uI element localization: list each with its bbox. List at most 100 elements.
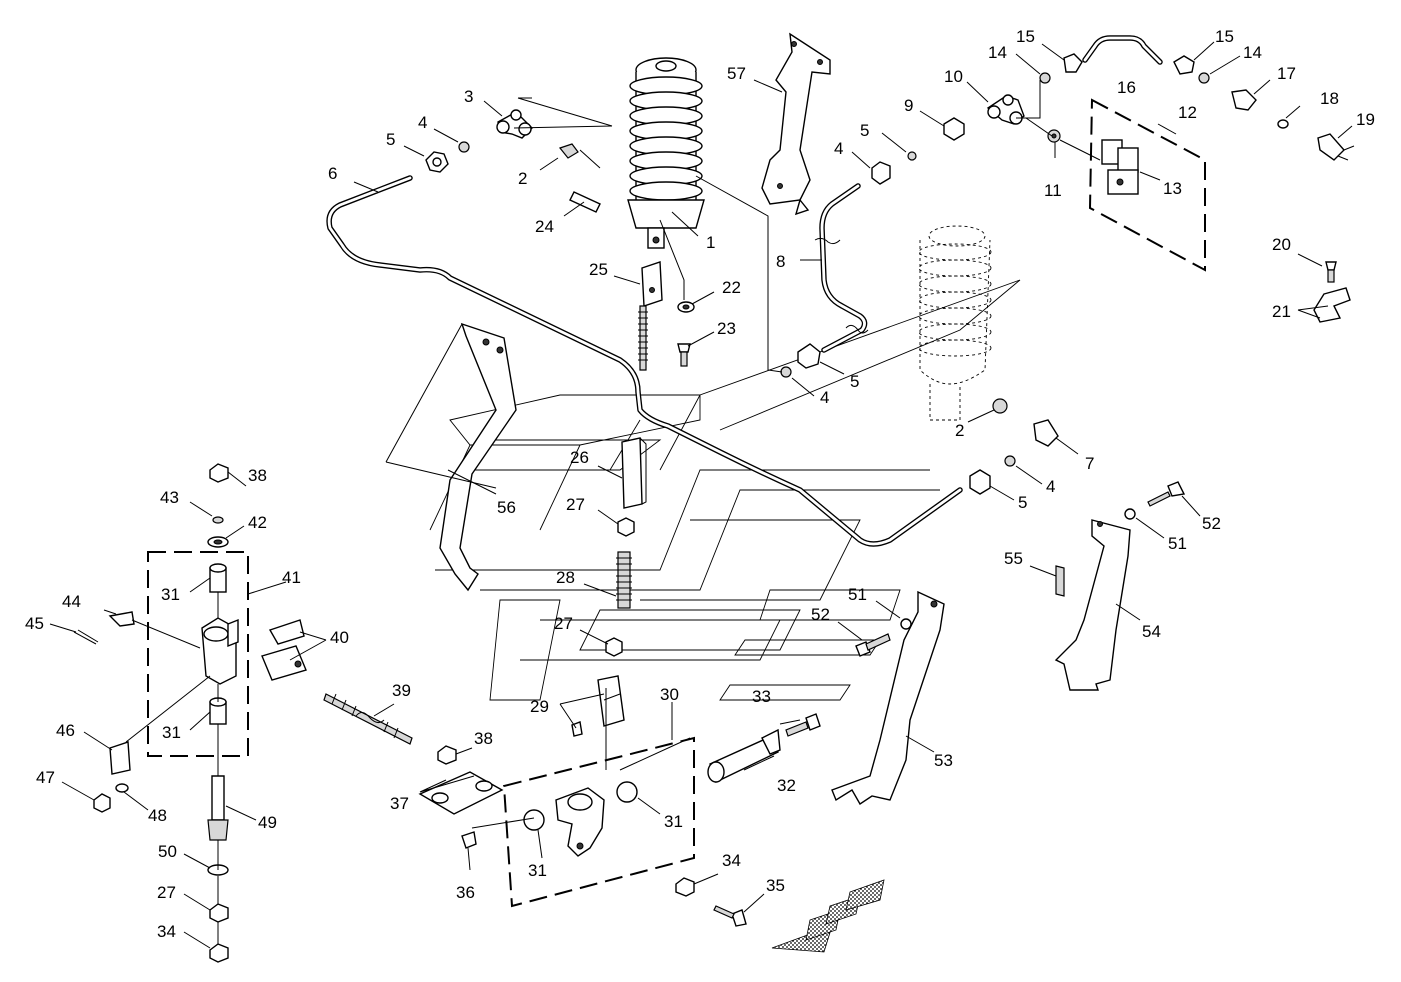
callout-40: 40 [330, 628, 349, 647]
callout-46: 46 [56, 721, 75, 740]
callout-22: 22 [722, 278, 741, 297]
callout-23: 23 [717, 319, 736, 338]
callout-4: 4 [418, 113, 427, 132]
callout-5d: 5 [1018, 493, 1027, 512]
callout-4c: 4 [820, 388, 829, 407]
callout-51: 51 [1168, 534, 1187, 553]
callout-29: 29 [530, 697, 549, 716]
callout-43: 43 [160, 488, 179, 507]
fittings-left [425, 109, 695, 371]
callout-24: 24 [535, 217, 554, 236]
valve-box-12 [1088, 98, 1206, 272]
callout-13: 13 [1163, 179, 1182, 198]
callout-28: 28 [556, 568, 575, 587]
assembly-30 [418, 713, 821, 927]
shock-absorber-ghost [918, 225, 992, 421]
callout-27c: 27 [157, 883, 176, 902]
callout-31b: 31 [162, 723, 181, 742]
pipe-8 [814, 183, 869, 353]
clamp-21 [1313, 261, 1351, 323]
shock-absorber-1 [627, 57, 705, 249]
callout-5c: 5 [850, 372, 859, 391]
callout-34: 34 [722, 851, 741, 870]
callout-50: 50 [158, 842, 177, 861]
callout-14: 14 [988, 43, 1007, 62]
callout-33: 33 [752, 687, 771, 706]
callout-19: 19 [1356, 110, 1375, 129]
callout-labels: 1 2 2 3 4 4 4 4 5 5 5 5 6 7 8 9 10 11 12… [25, 27, 1375, 941]
bracket-53 [831, 590, 945, 805]
callout-12: 12 [1178, 103, 1197, 122]
callout-3: 3 [464, 87, 473, 106]
callout-17: 17 [1277, 64, 1296, 83]
callout-4b: 4 [834, 139, 843, 158]
callout-57: 57 [727, 64, 746, 83]
callout-42: 42 [248, 513, 267, 532]
callout-38: 38 [248, 466, 267, 485]
callout-56: 56 [497, 498, 516, 517]
callout-2b: 2 [955, 421, 964, 440]
callout-47: 47 [36, 768, 55, 787]
callout-37: 37 [390, 794, 409, 813]
bracket-56 [385, 322, 517, 592]
callout-8: 8 [776, 252, 785, 271]
seat-frame-outline [429, 279, 1021, 701]
callout-45: 45 [25, 614, 44, 633]
coil-spring [629, 76, 703, 201]
callout-52b: 52 [811, 605, 830, 624]
callout-1: 1 [706, 233, 715, 252]
fittings-right [871, 53, 1355, 195]
pin-55 [1055, 565, 1065, 597]
callout-34b: 34 [157, 922, 176, 941]
callout-15: 15 [1016, 27, 1035, 46]
callout-55: 55 [1004, 549, 1023, 568]
callout-21: 21 [1272, 302, 1291, 321]
callout-31d: 31 [528, 861, 547, 880]
callout-20: 20 [1272, 235, 1291, 254]
callout-7: 7 [1085, 454, 1094, 473]
callout-27: 27 [566, 495, 585, 514]
callout-48: 48 [148, 806, 167, 825]
bracket-57 [761, 32, 831, 216]
callout-16: 16 [1117, 78, 1136, 97]
fittings-lower-right [969, 398, 1059, 495]
callout-52: 52 [1202, 514, 1221, 533]
stabilizer-bar-6 [326, 175, 963, 547]
callout-14b: 14 [1243, 43, 1262, 62]
callout-6: 6 [328, 164, 337, 183]
callout-30: 30 [660, 685, 679, 704]
bolts-51-52 [855, 481, 1186, 657]
callout-11: 11 [1044, 181, 1062, 200]
bracket-54 [1054, 519, 1131, 691]
callout-5: 5 [386, 130, 395, 149]
callout-49: 49 [258, 813, 277, 832]
callout-4d: 4 [1046, 477, 1055, 496]
fittings-pipe-8 [780, 343, 821, 378]
stem-assembly [571, 437, 647, 737]
stud-39 [323, 693, 413, 745]
callout-32: 32 [777, 776, 796, 795]
assembly-41 [73, 463, 307, 963]
callout-31c: 31 [664, 812, 683, 831]
pipe-16 [1082, 35, 1163, 65]
callout-41: 41 [282, 568, 301, 587]
callout-31: 31 [161, 585, 180, 604]
callout-15b: 15 [1215, 27, 1234, 46]
callout-25: 25 [589, 260, 608, 279]
callout-44: 44 [62, 592, 81, 611]
callout-10: 10 [944, 67, 963, 86]
callout-9: 9 [904, 96, 913, 115]
callout-18: 18 [1320, 89, 1339, 108]
leader-lines [49, 41, 1353, 949]
callout-38b: 38 [474, 729, 493, 748]
callout-27b: 27 [554, 614, 573, 633]
callout-35: 35 [766, 876, 785, 895]
callout-53: 53 [934, 751, 953, 770]
callout-54: 54 [1142, 622, 1161, 641]
callout-51b: 51 [848, 585, 867, 604]
callout-2: 2 [518, 169, 527, 188]
direction-arrow [771, 879, 885, 953]
callout-5b: 5 [860, 121, 869, 140]
callout-36: 36 [456, 883, 475, 902]
